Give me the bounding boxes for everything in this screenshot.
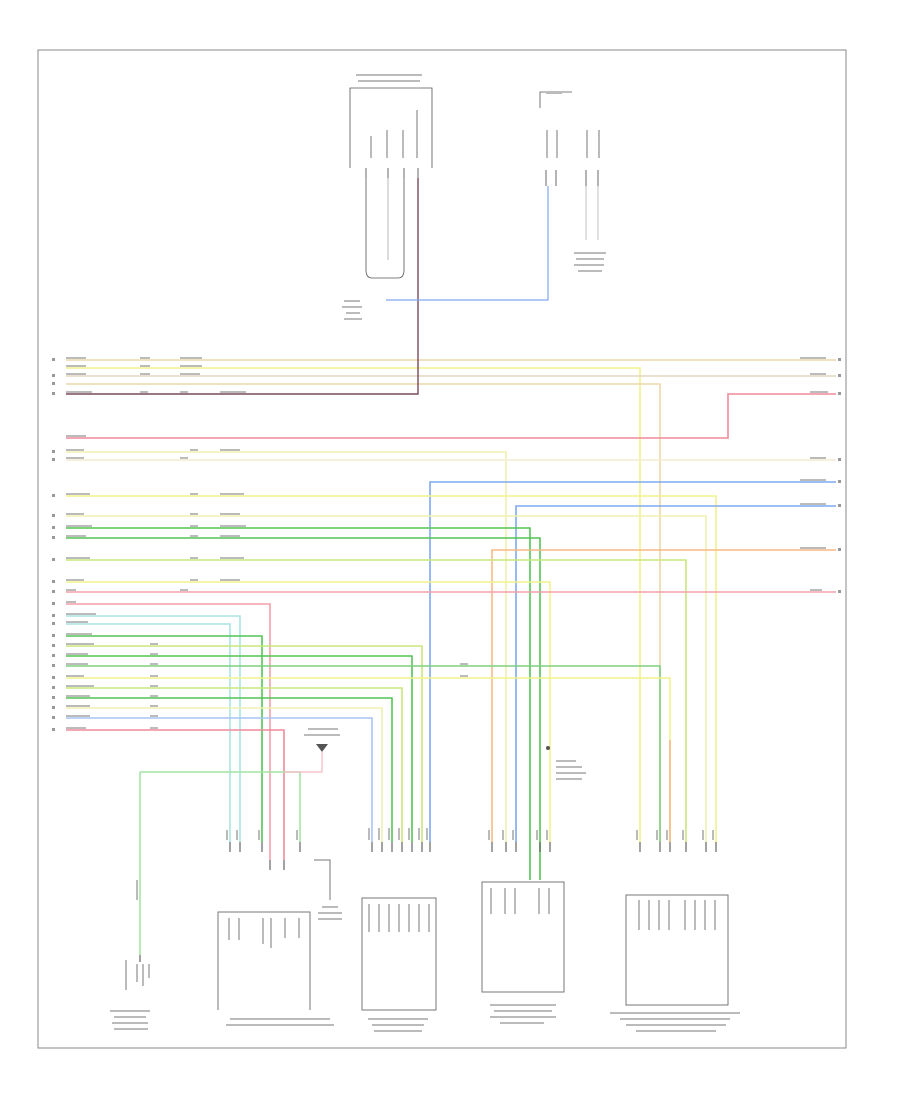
wire-yel-grn-1	[66, 559, 687, 842]
top-right-component	[539, 91, 599, 240]
wire-blu-top	[386, 186, 549, 301]
bottom-components	[110, 859, 740, 1032]
wire-yel-2	[66, 451, 507, 842]
wire-yel-6	[66, 677, 671, 842]
row-markers-right	[838, 358, 841, 593]
connector-pin-labels	[136, 828, 714, 900]
top-left-component	[349, 87, 433, 279]
wire-violet-brn	[66, 178, 419, 395]
wire-blu-2	[515, 505, 836, 842]
module-center	[361, 897, 437, 1032]
wire-grn-2	[66, 537, 541, 880]
device-left-small	[110, 960, 150, 1030]
wire-cyan-1	[66, 615, 241, 842]
wire-yel-5	[66, 581, 551, 842]
wire-blu-lt	[66, 717, 373, 842]
wire-yel-grn-2	[66, 645, 423, 842]
wire-grn-5	[66, 665, 661, 842]
module-center-left	[217, 859, 342, 1026]
bottom-connector-pins	[139, 842, 717, 962]
ground-symbol	[304, 728, 586, 780]
wire-red-wht-1	[66, 393, 836, 439]
top-labels	[342, 74, 606, 320]
wire-grn-4	[66, 655, 413, 842]
wire-cyan-2	[66, 623, 231, 842]
wire-labels	[66, 357, 828, 729]
wire-grn-3	[66, 635, 263, 842]
wire-blu-1	[429, 481, 836, 842]
wire-yel-grn-3	[66, 687, 403, 842]
wire-red-wht-2	[66, 729, 285, 860]
diagram-border	[37, 49, 847, 1049]
wire-yel-3	[66, 495, 717, 842]
wire-yel-7	[66, 707, 383, 842]
wire-yel-4	[66, 515, 707, 842]
wire-harness	[66, 178, 836, 955]
module-center-right	[481, 881, 565, 1024]
wire-grn-1	[66, 527, 531, 880]
wire-yel-1	[66, 367, 641, 842]
wire-orange	[491, 549, 836, 842]
wire-grn-lt-left	[139, 771, 301, 955]
wire-grn-6	[66, 697, 393, 842]
module-right	[610, 894, 740, 1032]
wire-red-2	[66, 603, 271, 860]
row-markers-left	[52, 358, 55, 731]
wire-pink-short	[284, 752, 323, 773]
